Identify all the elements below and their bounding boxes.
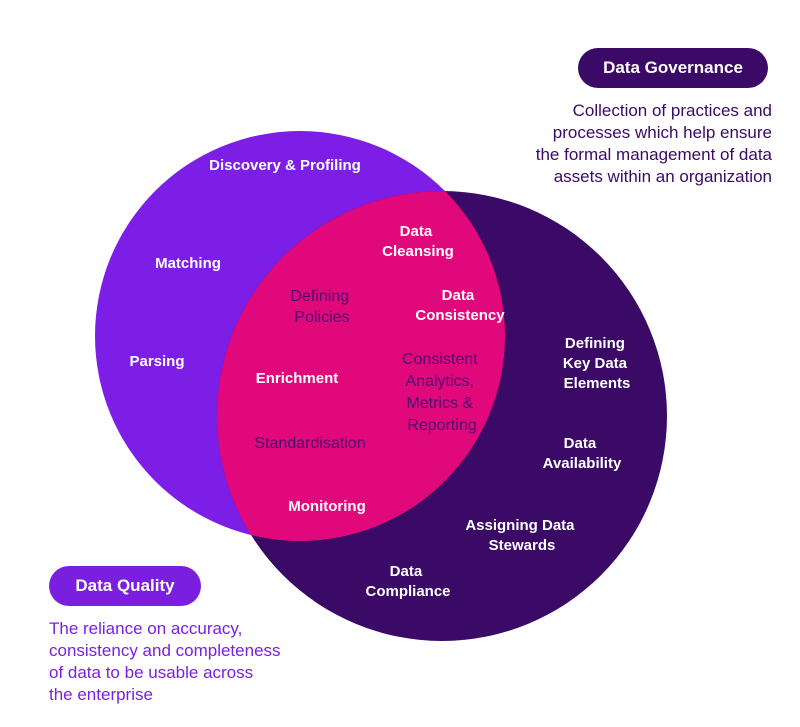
description-line: consistency and completeness (49, 641, 281, 660)
label-defining-policies: Defining Policies (290, 288, 353, 326)
label-standardisation: Standardisation (254, 435, 365, 452)
description-line: the formal management of data (535, 145, 772, 164)
description-line: assets within an organization (553, 167, 772, 186)
label-data-consistency: Data Consistency (415, 287, 505, 324)
label-matching: Matching (155, 255, 221, 272)
label-consistent-analytics: Consistent Analytics, Metrics & Reportin… (402, 351, 482, 434)
label-data-availability: Data Availability (543, 435, 622, 472)
label-enrichment: Enrichment (256, 370, 339, 387)
description-line: The reliance on accuracy, (49, 619, 243, 638)
data-quality-description: The reliance on accuracy, consistency an… (49, 618, 349, 706)
label-data-cleansing: Data Cleansing (382, 223, 454, 260)
description-line: the enterprise (49, 685, 153, 704)
overlap-region (217, 191, 505, 541)
label-parsing: Parsing (129, 353, 184, 370)
data-governance-badge: Data Governance (578, 48, 768, 88)
description-line: Collection of practices and (572, 101, 772, 120)
data-quality-badge: Data Quality (49, 566, 201, 606)
label-monitoring: Monitoring (288, 498, 365, 515)
data-governance-description: Collection of practices and processes wh… (472, 100, 772, 188)
label-data-compliance: Data Compliance (365, 563, 450, 600)
label-assigning-data-stewards: Assigning Data Stewards (465, 517, 578, 554)
description-line: of data to be usable across (49, 663, 254, 682)
label-defining-key-data-elements: Defining Key Data Elements (563, 335, 631, 392)
description-line: processes which help ensure (552, 123, 772, 142)
label-discovery-profiling: Discovery & Profiling (209, 157, 361, 174)
